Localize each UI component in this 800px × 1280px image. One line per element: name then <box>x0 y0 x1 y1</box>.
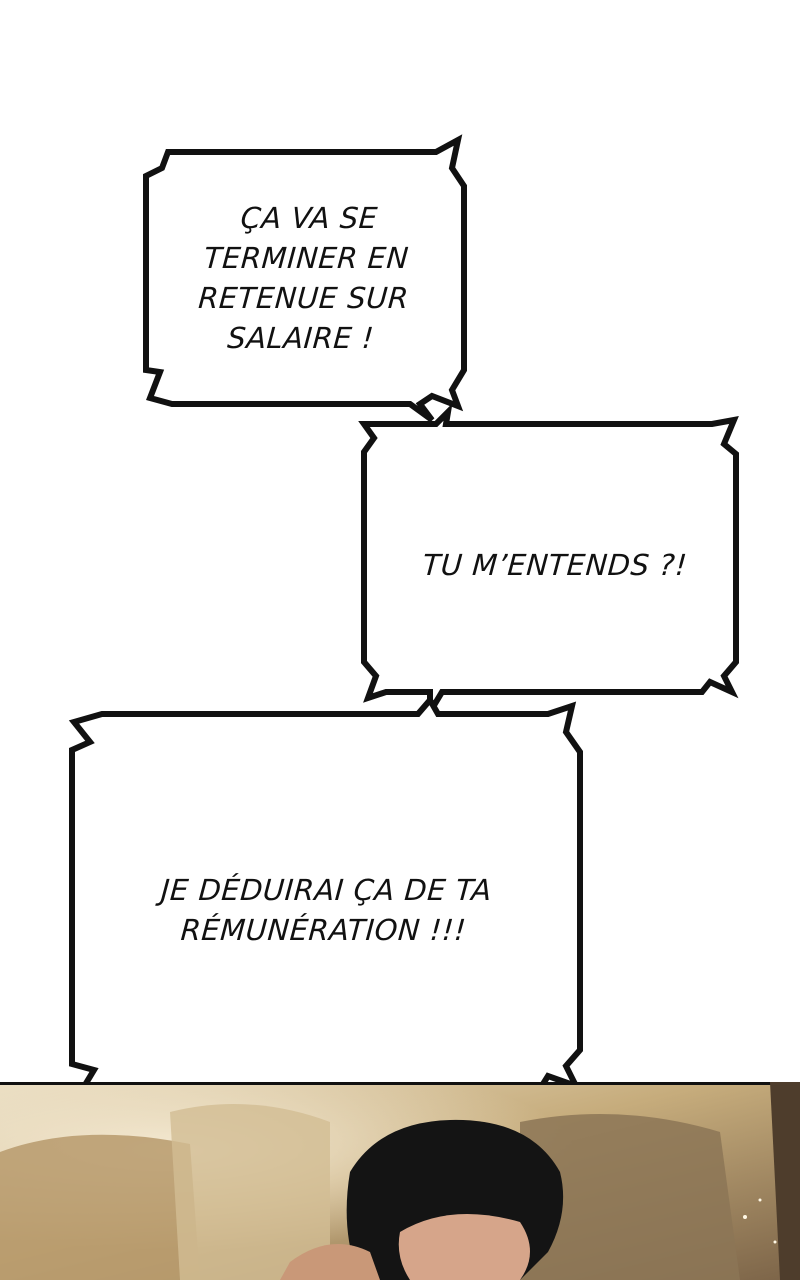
manga-panel-illustration <box>0 1082 800 1280</box>
speech-bubble-1-text: ÇA VA SE TERMINER EN RETENUE SUR SALAIRE… <box>197 201 410 355</box>
speech-bubble-2-outline <box>358 403 739 723</box>
panel-artwork <box>0 1082 800 1280</box>
speech-bubble-2-text: TU M’ENTENDS ?! <box>421 548 689 582</box>
speech-bubble-3-text: JE DÉDUIRAI ÇA DE TA RÉMUNÉRATION !!! <box>159 873 493 947</box>
speech-bubble-1-outline <box>143 134 467 423</box>
